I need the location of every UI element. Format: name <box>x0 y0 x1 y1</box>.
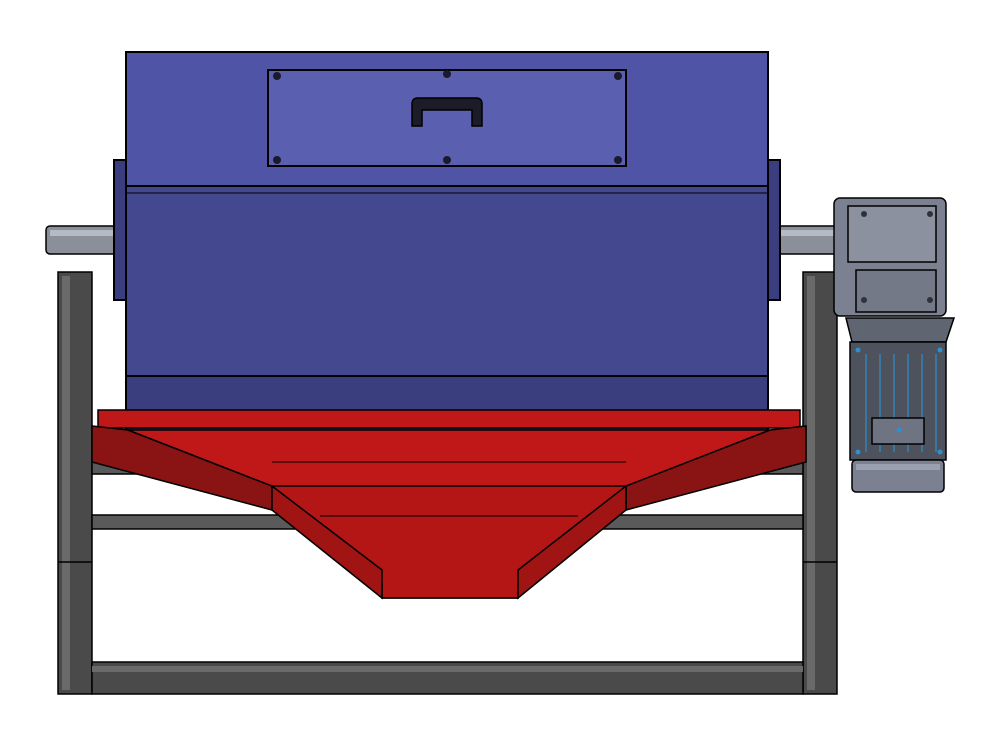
hopper <box>91 409 807 600</box>
motor-detail-dot <box>896 427 902 433</box>
gearbox-bolt <box>927 297 933 303</box>
panel-handle <box>411 97 483 127</box>
panel-bolt <box>443 156 451 164</box>
gearbox-lower-face <box>855 269 937 313</box>
panel-bolt <box>273 72 281 80</box>
drum-right-flange <box>767 159 781 301</box>
frame-right-leg-highlight <box>807 276 815 690</box>
motor-end-cap-highlight <box>856 464 940 470</box>
shaft <box>45 225 841 255</box>
hopper-left-inner <box>271 484 383 600</box>
motor-cooling-ring <box>871 417 925 445</box>
gear-motor <box>833 197 956 493</box>
drum-left-flange <box>113 159 127 301</box>
gearbox-bolts <box>861 211 933 303</box>
panel-bolt <box>443 70 451 78</box>
frame-left-leg-highlight <box>62 276 70 690</box>
hopper-lip <box>97 409 801 429</box>
motor-flange <box>845 317 956 343</box>
motor-terminal-dots <box>855 347 943 455</box>
motor-detail-dot <box>855 449 861 455</box>
hopper-right-inner <box>517 484 627 600</box>
motor-detail-dot <box>937 449 943 455</box>
gearbox-bolt <box>861 297 867 303</box>
gearbox-bolt <box>861 211 867 217</box>
motor-detail-dot <box>937 347 943 353</box>
panel-bolt <box>614 156 622 164</box>
shaft-left-highlight <box>50 230 116 236</box>
frame-bottom-rail-highlight <box>92 666 803 672</box>
drum <box>113 51 781 433</box>
panel-bolt <box>614 72 622 80</box>
motor-detail-dot <box>855 347 861 353</box>
shaft-right-highlight <box>780 230 838 236</box>
panel-bolt <box>273 156 281 164</box>
drum-middle-section <box>125 185 769 377</box>
panel-bolts <box>273 70 622 164</box>
gearbox-bolt <box>927 211 933 217</box>
access-panel <box>267 69 627 167</box>
